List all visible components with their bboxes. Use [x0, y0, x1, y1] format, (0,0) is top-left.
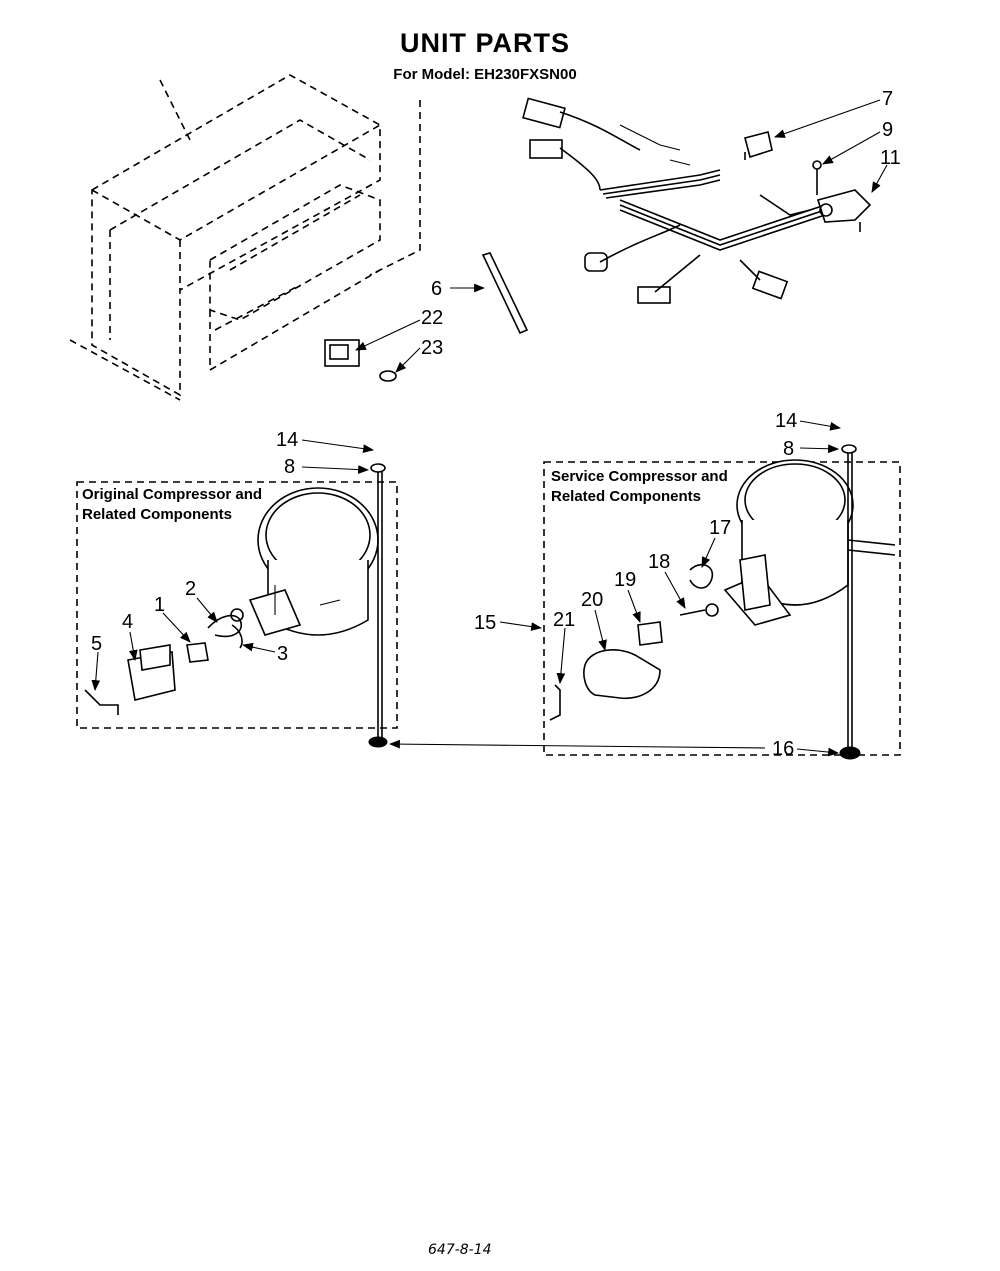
page-title: UNIT PARTS — [400, 28, 570, 58]
part-5-bracket — [84, 689, 119, 715]
callout-8-left: 8 — [284, 456, 295, 478]
part-3-cover — [231, 624, 243, 649]
original-box-title-line2: Related Components — [82, 506, 232, 523]
callout-1: 1 — [154, 594, 165, 616]
footer-code: 647-8-14 — [428, 1242, 492, 1258]
callout-15: 15 — [474, 612, 496, 634]
part-21-bracket — [549, 684, 561, 721]
service-compressor — [723, 459, 896, 626]
callout-8-right: 8 — [783, 438, 794, 460]
callout-17: 17 — [709, 517, 731, 539]
part-11-connector — [816, 189, 872, 232]
callout-20: 20 — [581, 589, 603, 611]
cabinet-outline — [69, 74, 421, 401]
part-4-relay — [127, 644, 176, 701]
callout-22: 22 — [421, 307, 443, 329]
original-compressor-box — [76, 481, 398, 729]
part-2-clip — [207, 608, 244, 638]
service-box-title-line2: Related Components — [551, 488, 701, 505]
part-6-fuse — [481, 252, 529, 335]
original-compressor — [248, 487, 379, 636]
part-1-overload — [186, 642, 209, 663]
original-box-title-line1: Original Compressor and — [82, 486, 262, 503]
callout-2: 2 — [185, 578, 196, 600]
part-9-screw — [812, 160, 822, 195]
callout-6: 6 — [431, 278, 442, 300]
callout-14-right: 14 — [775, 410, 797, 432]
callout-21: 21 — [553, 609, 575, 631]
part-17-clip — [689, 563, 714, 589]
model-subtitle: For Model: EH230FXSN00 — [393, 66, 577, 83]
callout-5: 5 — [91, 633, 102, 655]
part-20-cover — [583, 649, 661, 699]
callout-9: 9 — [882, 119, 893, 141]
leader-lines — [91, 99, 888, 757]
wiring-harness — [522, 97, 841, 304]
part-23-terminal — [379, 370, 397, 382]
left-mount-stud — [368, 463, 388, 748]
callout-14-left: 14 — [276, 429, 298, 451]
part-7-clip — [744, 131, 773, 160]
callout-11: 11 — [880, 147, 901, 169]
callout-3: 3 — [277, 643, 288, 665]
callout-4: 4 — [122, 611, 133, 633]
callout-19: 19 — [614, 569, 636, 591]
right-mount-stud — [839, 444, 861, 760]
part-18-terminal — [679, 603, 719, 617]
part-19-overload — [637, 621, 663, 646]
part-22-relay — [324, 339, 360, 367]
callout-18: 18 — [648, 551, 670, 573]
callout-23: 23 — [421, 337, 443, 359]
callout-7: 7 — [882, 88, 893, 110]
callout-16: 16 — [772, 738, 794, 760]
service-box-title-line1: Service Compressor and — [551, 468, 728, 485]
